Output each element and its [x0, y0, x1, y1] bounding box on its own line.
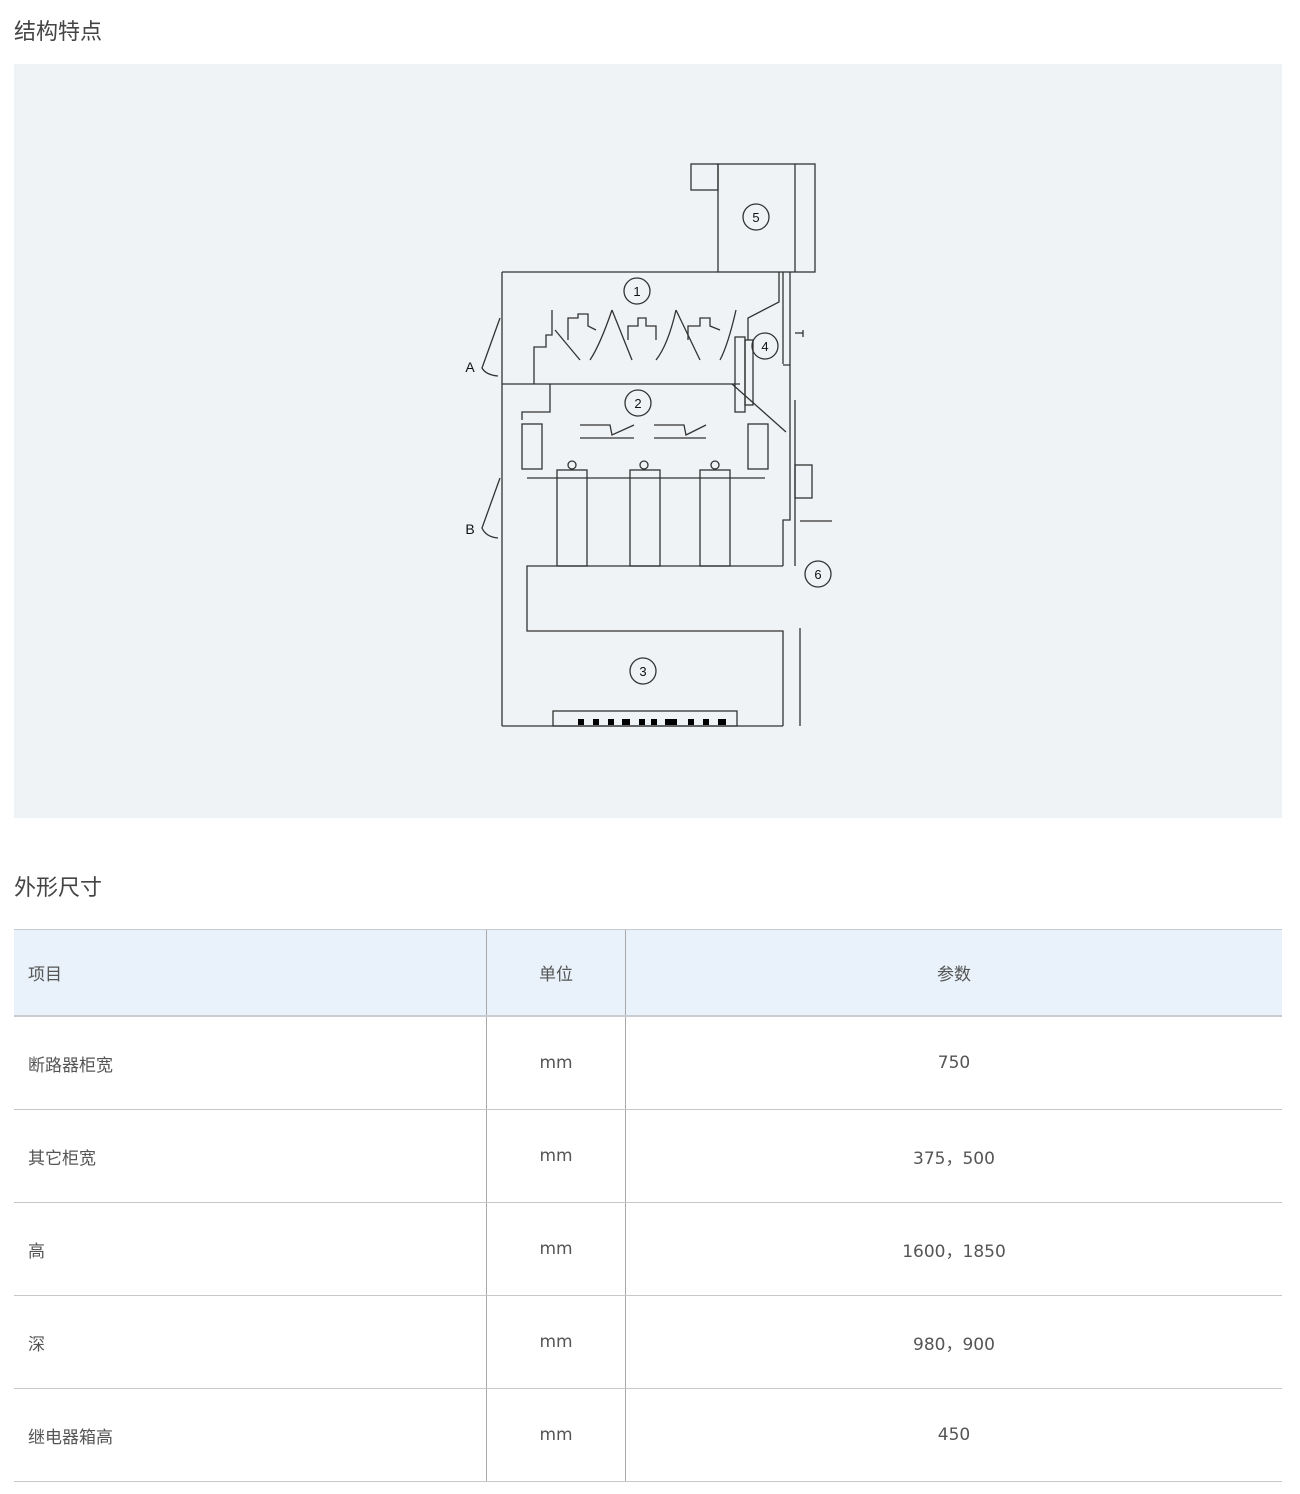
cell-value: 980，900 [625, 1295, 1282, 1389]
cell-item: 继电器箱高 [14, 1388, 487, 1482]
cell-item: 断路器柜宽 [14, 1016, 487, 1110]
header-item: 项目 [14, 929, 487, 1017]
cell-value: 450 [625, 1388, 1282, 1482]
label-a: A [465, 359, 475, 375]
header-unit: 单位 [486, 929, 626, 1017]
callout-2: 2 [634, 396, 641, 411]
cell-item: 高 [14, 1202, 487, 1296]
structure-title: 结构特点 [14, 20, 103, 45]
callout-6: 6 [814, 567, 821, 582]
cell-unit: mm [486, 1388, 626, 1482]
cell-unit: mm [486, 1202, 626, 1296]
switchgear-diagram: A B 1 2 3 4 5 6 [465, 163, 832, 727]
header-value: 参数 [625, 929, 1282, 1017]
callout-5: 5 [752, 210, 759, 225]
label-b: B [465, 521, 474, 537]
cell-item: 深 [14, 1295, 487, 1389]
cell-value: 750 [625, 1016, 1282, 1110]
cell-unit: mm [486, 1295, 626, 1389]
cell-value: 1600，1850 [625, 1202, 1282, 1296]
meter-dots [578, 719, 726, 725]
diagram-lines [481, 163, 832, 727]
cell-item: 其它柜宽 [14, 1109, 487, 1203]
callout-3: 3 [639, 664, 646, 679]
callout-4: 4 [761, 339, 768, 354]
callout-1: 1 [633, 284, 640, 299]
cell-unit: mm [486, 1016, 626, 1110]
callouts: 1 2 3 4 5 6 [623, 203, 832, 685]
structure-diagram-panel: A B 1 2 3 4 5 6 [14, 64, 1282, 818]
cell-unit: mm [486, 1109, 626, 1203]
table-header-row: 项目 单位 参数 [14, 929, 1282, 1017]
dimensions-title: 外形尺寸 [14, 876, 103, 901]
cell-value: 375，500 [625, 1109, 1282, 1203]
